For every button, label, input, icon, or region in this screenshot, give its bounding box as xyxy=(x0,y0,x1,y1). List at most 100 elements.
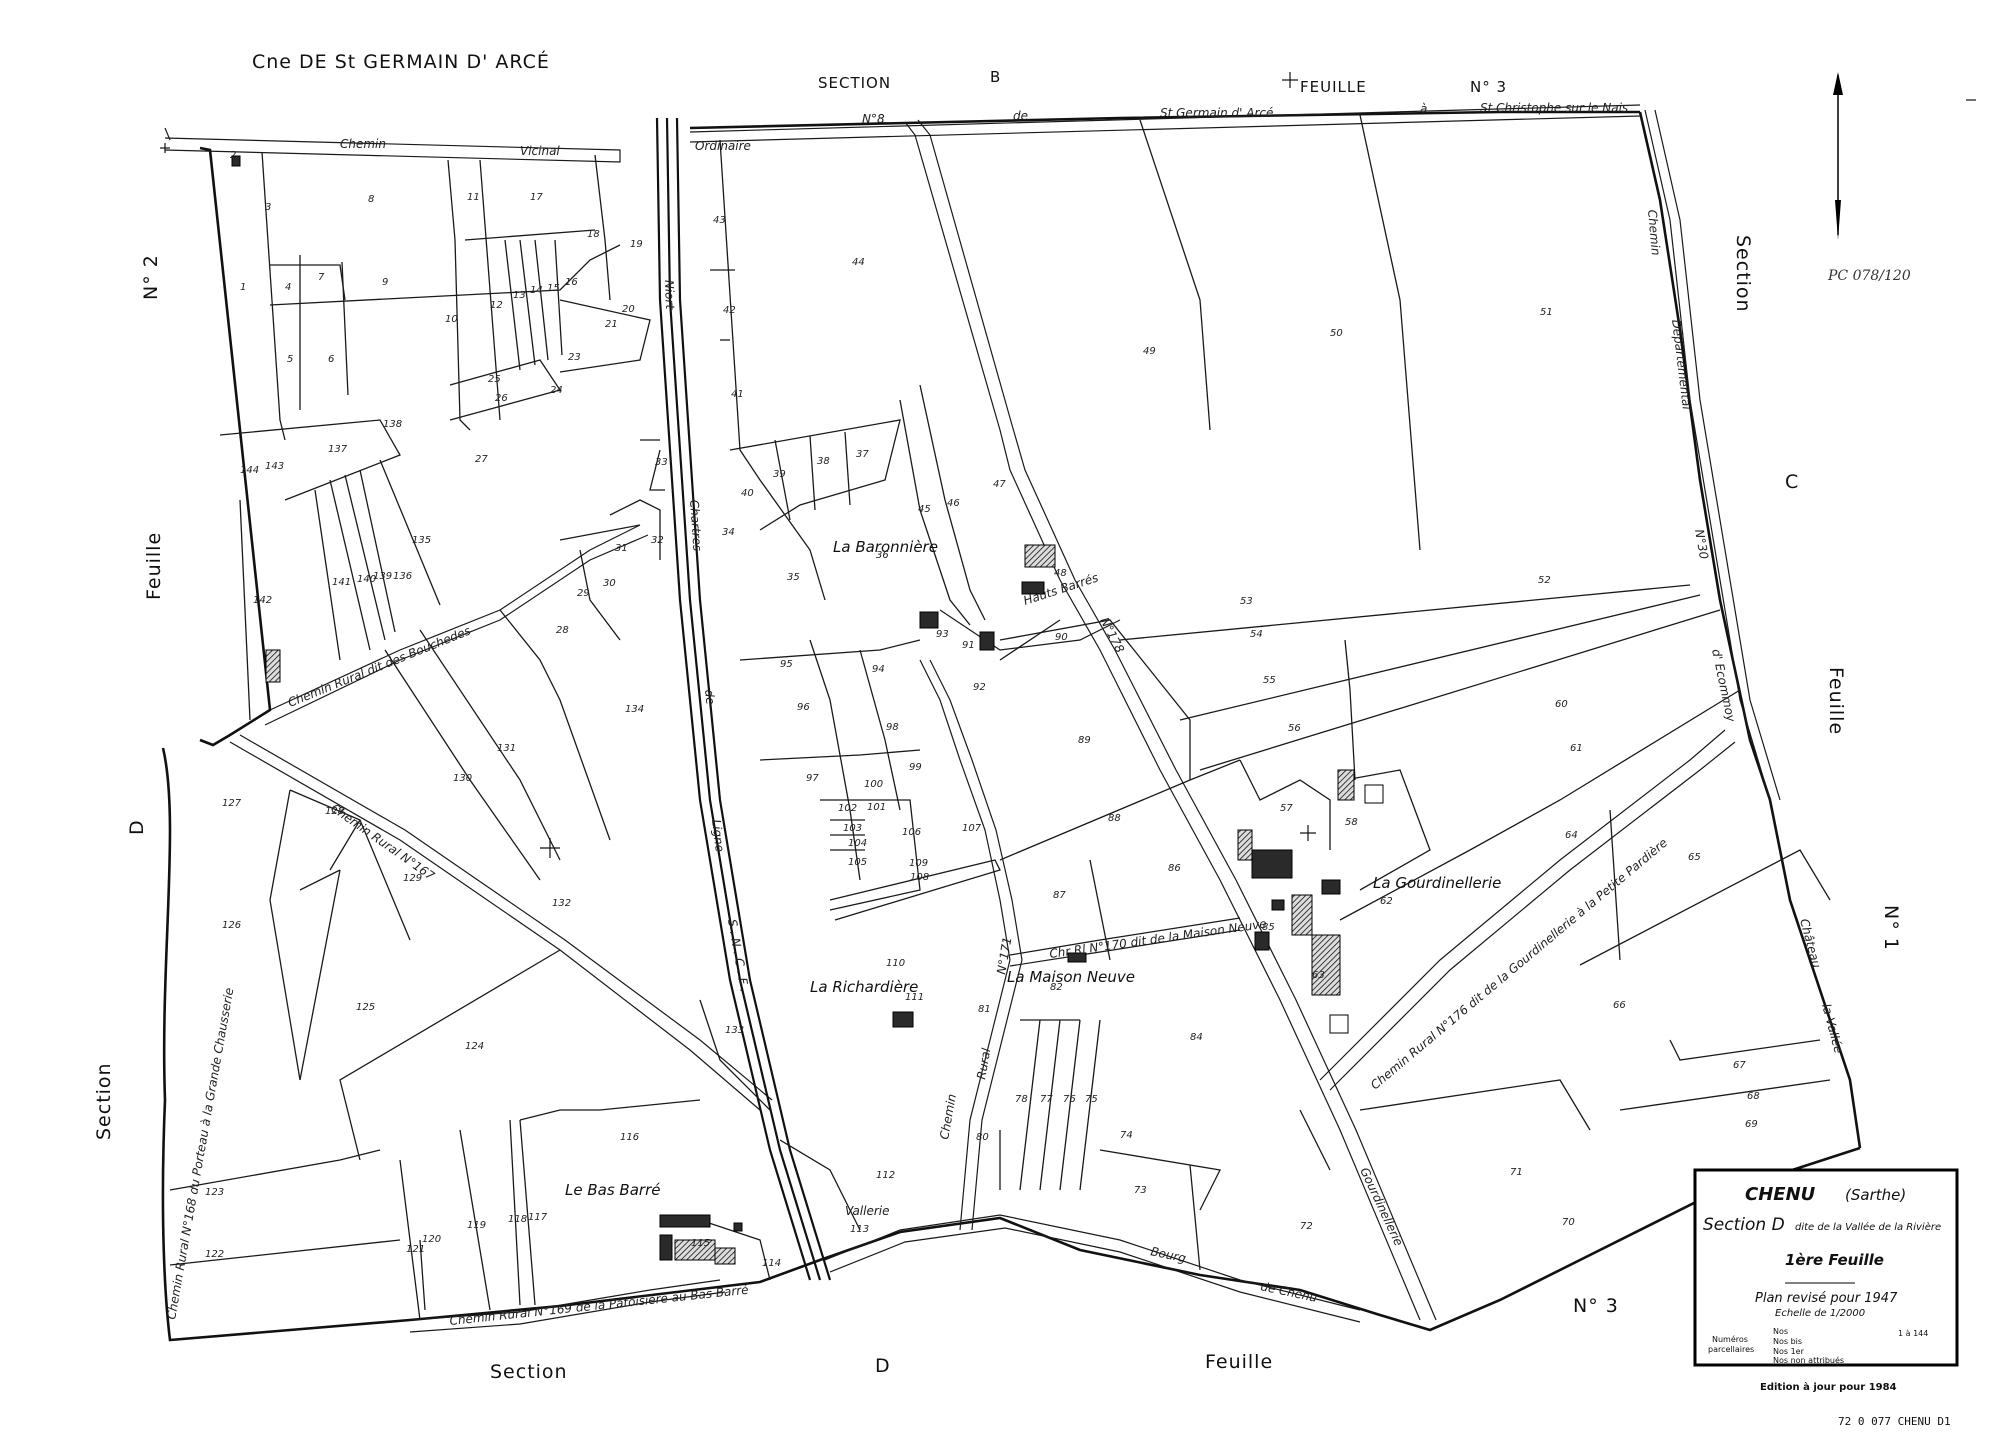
parcel-number: 57 xyxy=(1280,803,1293,814)
parcel-number: 38 xyxy=(817,456,830,467)
left-feuille-label: Feuille xyxy=(143,532,165,600)
parcel-number: 62 xyxy=(1380,896,1393,907)
parcel-number: 117 xyxy=(528,1212,548,1223)
parcel-number: 18 xyxy=(587,229,600,240)
parcel-number: 7 xyxy=(318,272,325,283)
road-label: Château xyxy=(1797,917,1824,970)
parcel-number: 111 xyxy=(905,992,924,1003)
parcel-number: 95 xyxy=(780,659,793,670)
bottom-num-label: N° 3 xyxy=(1573,1295,1619,1317)
parcel-number: 110 xyxy=(886,958,905,969)
road-label: Niort xyxy=(662,280,677,311)
parcel-number: 65 xyxy=(1688,852,1701,863)
right-c-label: C xyxy=(1785,471,1799,493)
bottom-d-label: D xyxy=(875,1355,891,1377)
parcel-number: 48 xyxy=(1054,568,1067,579)
parcel-number: 42 xyxy=(723,305,736,316)
place-richardiere: La Richardière xyxy=(810,978,918,996)
parcel-number: 17 xyxy=(530,192,543,203)
road-label: à xyxy=(1420,102,1427,116)
footer-edition: Edition à jour pour 1984 xyxy=(1760,1381,1897,1393)
parcel-number: 100 xyxy=(864,779,883,790)
place-names: La Baronnière La Gourdinellerie La Richa… xyxy=(565,538,1501,1199)
parcel-number: 19 xyxy=(630,239,643,250)
tb-legend-4: Nos non attribués xyxy=(1773,1355,1844,1365)
parcel-number: 39 xyxy=(773,469,786,480)
road-label: Départemental xyxy=(1669,319,1694,411)
parcel-number: 61 xyxy=(1570,743,1583,754)
parcel-number: 14 xyxy=(530,285,543,296)
parcel-number: 21 xyxy=(605,319,618,330)
road-label: St Christophe sur le Nais xyxy=(1480,101,1628,115)
parcel-number: 143 xyxy=(265,461,284,472)
roads xyxy=(164,104,1781,1333)
tb-numeros: Numéros xyxy=(1712,1334,1748,1344)
parcel-number: 37 xyxy=(856,449,869,460)
parcel-number: 5 xyxy=(287,354,293,365)
parcel-number: 32 xyxy=(651,535,664,546)
parcel-number: 44 xyxy=(852,257,865,268)
parcel-number: 119 xyxy=(467,1220,486,1231)
parcel-number: 45 xyxy=(918,504,931,515)
parcel-number: 141 xyxy=(332,577,351,588)
parcel-number: 118 xyxy=(508,1214,527,1225)
parcel-number: 77 xyxy=(1040,1094,1053,1105)
parcel-number: 86 xyxy=(1168,863,1181,874)
parcel-number: 53 xyxy=(1240,596,1253,607)
parcel-number: 55 xyxy=(1263,675,1276,686)
parcel-number: 88 xyxy=(1108,813,1121,824)
road-label: Vicinal xyxy=(520,144,560,158)
parcel-number: 81 xyxy=(978,1004,991,1015)
parcel-number: 129 xyxy=(403,873,422,884)
parcel-number: 4 xyxy=(285,282,291,293)
parcel-number: 28 xyxy=(556,625,569,636)
parcel-number: 67 xyxy=(1733,1060,1746,1071)
tb-legend-2: Nos bis xyxy=(1773,1337,1802,1346)
parcel-number: 2 xyxy=(230,150,236,161)
parcel-number: 20 xyxy=(622,304,635,315)
feuille-top-num: N° 3 xyxy=(1470,78,1507,96)
parcel-number: 109 xyxy=(909,858,928,869)
parcel-number: 126 xyxy=(222,920,241,931)
parcel-number: 113 xyxy=(850,1224,869,1235)
road-label: de xyxy=(702,689,717,705)
tb-legend-3: Nos 1er xyxy=(1773,1347,1805,1356)
parcel-number: 116 xyxy=(620,1132,639,1143)
parcel-number: 66 xyxy=(1613,1000,1626,1011)
parcel-number: 49 xyxy=(1143,346,1156,357)
parcel-number: 92 xyxy=(973,682,986,693)
road-labels: Chemin Vicinal Ordinaire N°8 de St Germa… xyxy=(164,101,1846,1328)
road-label: N°30 xyxy=(1692,528,1711,561)
road-label: Chemin Rural N°167 xyxy=(328,801,437,883)
parcel-number: 71 xyxy=(1510,1167,1523,1178)
parcel-number: 69 xyxy=(1745,1119,1758,1130)
parcel-number: 124 xyxy=(465,1041,484,1052)
parcel-number: 139 xyxy=(373,571,392,582)
parcel-number: 64 xyxy=(1565,830,1578,841)
parcel-number: 114 xyxy=(762,1258,781,1269)
section-top-letter: B xyxy=(990,68,1001,86)
parcel-number: 47 xyxy=(993,479,1006,490)
parcel-number: 102 xyxy=(838,803,857,814)
parcel-number: 106 xyxy=(902,827,921,838)
road-label: de xyxy=(1013,109,1028,123)
left-d-label: D xyxy=(126,819,148,835)
road-label: Bourg xyxy=(1149,1244,1187,1265)
road-label: Chemin Rural N°168 du Porteau à la Grand… xyxy=(164,987,236,1321)
parcel-number: 56 xyxy=(1288,723,1301,734)
parcel-number: 99 xyxy=(909,762,922,773)
parcel-number: 60 xyxy=(1555,699,1568,710)
parcel-number: 23 xyxy=(568,352,581,363)
parcel-number: 120 xyxy=(422,1234,441,1245)
parcel-number: 75 xyxy=(1085,1094,1098,1105)
parcel-number: 103 xyxy=(843,823,862,834)
parcel-number: 144 xyxy=(240,465,259,476)
parcel-number: 52 xyxy=(1538,575,1551,586)
parcel-number: 34 xyxy=(722,527,735,538)
road-label: Chartres xyxy=(687,499,705,551)
tb-section-dite: dite de la Vallée de la Rivière xyxy=(1795,1221,1941,1233)
parcel-number: 10 xyxy=(445,314,458,325)
parcel-number: 6 xyxy=(328,354,334,365)
